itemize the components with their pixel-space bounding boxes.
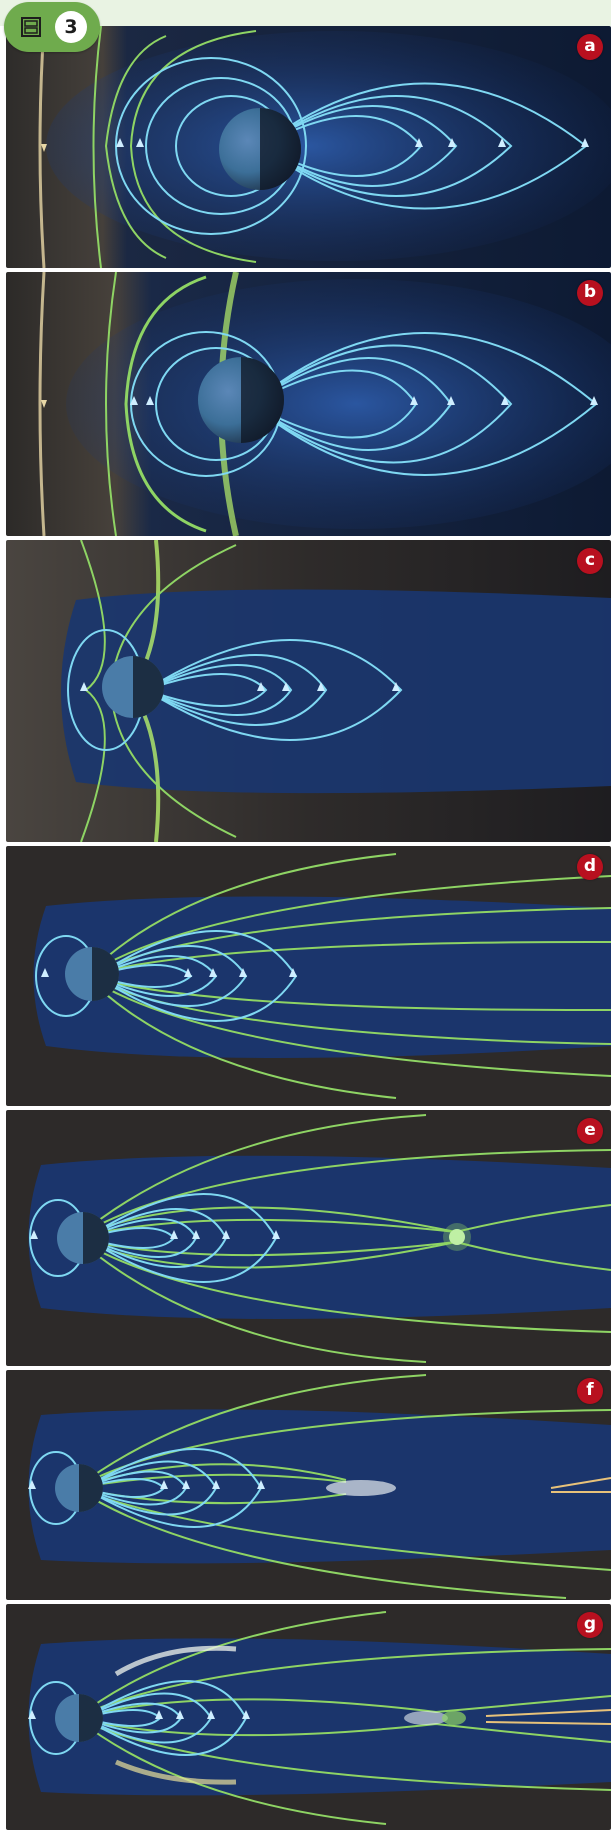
panel-g-badge: g [577, 1612, 603, 1638]
panel-b-illustration [6, 272, 611, 536]
panel-b-badge: b [577, 280, 603, 306]
panel-g-illustration [6, 1604, 611, 1830]
panel-c: c [6, 540, 611, 842]
figure-icon [21, 17, 41, 37]
figure-number-tag: 3 [4, 2, 100, 52]
panel-a-badge: a [577, 34, 603, 60]
figure-number: 3 [55, 11, 87, 43]
panel-a-illustration [6, 26, 611, 268]
panel-d: d [6, 846, 611, 1106]
panel-d-illustration [6, 846, 611, 1106]
panel-f-badge: f [577, 1378, 603, 1404]
panel-e: e [6, 1110, 611, 1366]
panel-f-illustration [6, 1370, 611, 1600]
panel-g: g [6, 1604, 611, 1830]
panel-c-badge: c [577, 548, 603, 574]
top-strip [0, 0, 611, 26]
panel-d-badge: d [577, 854, 603, 880]
panel-b: b [6, 272, 611, 536]
panel-e-illustration [6, 1110, 611, 1366]
panel-f: f [6, 1370, 611, 1600]
panel-c-illustration [6, 540, 611, 842]
panel-e-badge: e [577, 1118, 603, 1144]
panel-a: a [6, 26, 611, 268]
